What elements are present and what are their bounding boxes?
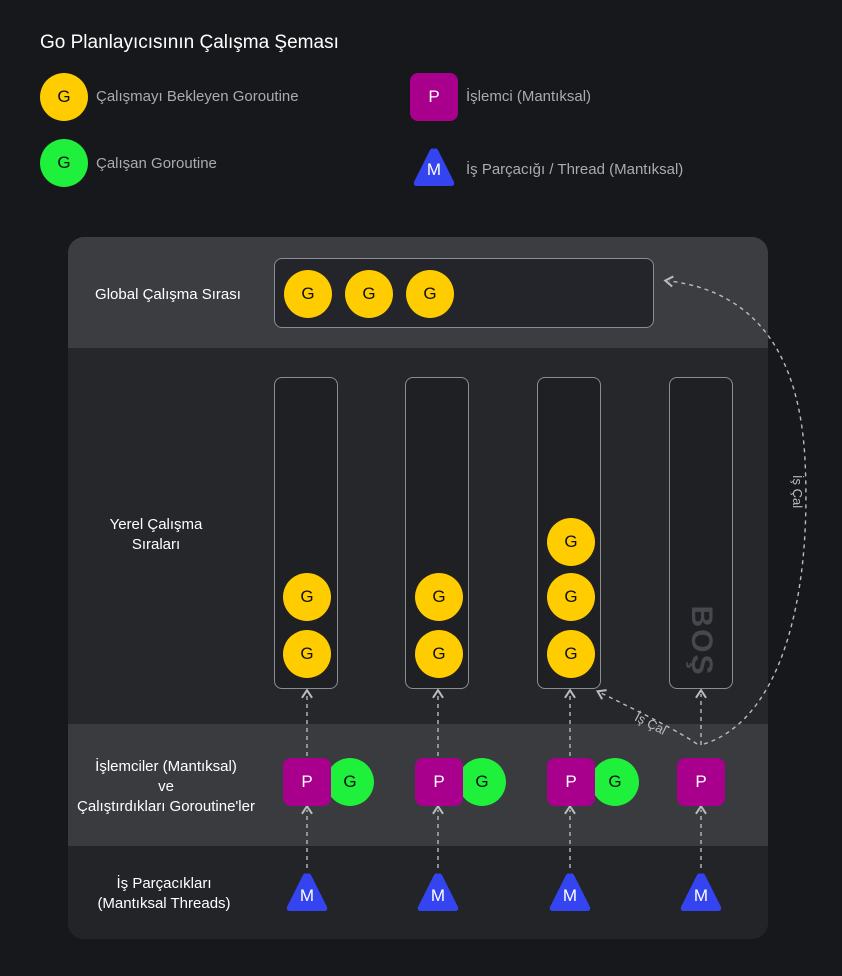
local-goroutine: G <box>415 573 463 621</box>
local-goroutine-label: G <box>300 644 314 663</box>
legend-processor-label: İşlemci (Mantıksal) <box>466 88 592 105</box>
global-goroutine: G <box>284 270 332 318</box>
row-label-global-text: Global Çalışma Sırası <box>95 286 241 303</box>
row-label-threads: İş Parçacıkları (Mantıksal Threads) <box>64 874 264 914</box>
running-goroutine: G <box>458 758 506 806</box>
legend-waiting-symbol: G <box>57 87 71 106</box>
legend-running-label: Çalışan Goroutine <box>96 155 217 172</box>
local-queue-box-4 <box>669 377 733 689</box>
thread-label: M <box>562 886 578 905</box>
row-label-local-line-2: Sıraları <box>131 536 181 553</box>
local-goroutine-label: G <box>564 644 578 663</box>
steal-from-global-arrow <box>663 275 807 745</box>
legend-processor-icon: P <box>410 73 458 121</box>
legend-running-symbol: G <box>57 153 71 172</box>
processor: P <box>415 758 463 806</box>
processor: P <box>547 758 595 806</box>
threads-band <box>68 846 768 939</box>
global-queue-box <box>274 258 654 328</box>
local-goroutine-label: G <box>432 587 446 606</box>
legend-thread-symbol: M <box>426 160 442 179</box>
legend-waiting-label: Çalışmayı Bekleyen Goroutine <box>96 88 299 105</box>
legend-thread-icon: M <box>412 146 456 188</box>
thread-label: M <box>299 886 315 905</box>
page-title: Go Planlayıcısının Çalışma Şeması <box>40 32 339 53</box>
row-label-local-queues: Yerel Çalışma Sıraları <box>56 515 256 555</box>
legend-waiting-goroutine-icon: G <box>40 73 88 121</box>
running-goroutine-label: G <box>608 772 622 791</box>
row-label-global-queue: Global Çalışma Sırası <box>68 285 268 305</box>
triangle-icon <box>413 148 455 186</box>
local-goroutine: G <box>415 630 463 678</box>
global-goroutine-label: G <box>301 284 315 303</box>
local-goroutine-label: G <box>564 532 578 551</box>
row-label-proc-line-1: İşlemciler (Mantıksal) <box>95 758 237 775</box>
scheduler-panel <box>68 237 768 939</box>
local-goroutine-label: G <box>564 587 578 606</box>
global-goroutine: G <box>406 270 454 318</box>
local-goroutine-label: G <box>432 644 446 663</box>
running-goroutine-label: G <box>343 772 357 791</box>
thread-label: M <box>430 886 446 905</box>
row-label-processors: İşlemciler (Mantıksal) ve Çalıştırdıklar… <box>66 757 266 817</box>
steal-from-global-label: İş Çal <box>790 474 806 509</box>
legend-thread-label: İş Parçacığı / Thread (Mantıksal) <box>466 161 684 178</box>
thread: M <box>679 871 723 913</box>
row-label-proc-line-2: ve <box>158 778 174 795</box>
processor-label: P <box>433 772 445 791</box>
local-goroutine: G <box>547 573 595 621</box>
processor: P <box>283 758 331 806</box>
processor: P <box>677 758 725 806</box>
global-goroutine-label: G <box>362 284 376 303</box>
local-goroutine-label: G <box>300 587 314 606</box>
processor-label: P <box>565 772 577 791</box>
thread-label: M <box>693 886 709 905</box>
local-goroutine: G <box>283 573 331 621</box>
triangle-icon <box>680 873 722 911</box>
row-label-thread-line-2: (Mantıksal Threads) <box>97 895 231 912</box>
legend-running-goroutine-icon: G <box>40 139 88 187</box>
legend-processor-symbol: P <box>428 87 440 106</box>
running-goroutine-label: G <box>475 772 489 791</box>
triangle-icon <box>417 873 459 911</box>
local-goroutine: G <box>547 518 595 566</box>
row-label-thread-line-1: İş Parçacıkları <box>116 875 212 892</box>
local-goroutine: G <box>283 630 331 678</box>
row-label-proc-line-3: Çalıştırdıkları Goroutine'ler <box>77 798 255 815</box>
global-goroutine-label: G <box>423 284 437 303</box>
thread: M <box>416 871 460 913</box>
global-goroutine: G <box>345 270 393 318</box>
triangle-icon <box>286 873 328 911</box>
processor-label: P <box>301 772 313 791</box>
triangle-icon <box>549 873 591 911</box>
running-goroutine: G <box>591 758 639 806</box>
thread: M <box>548 871 592 913</box>
local-goroutine: G <box>547 630 595 678</box>
running-goroutine: G <box>326 758 374 806</box>
processor-label: P <box>695 772 707 791</box>
thread: M <box>285 871 329 913</box>
row-label-local-line-1: Yerel Çalışma <box>109 516 203 533</box>
